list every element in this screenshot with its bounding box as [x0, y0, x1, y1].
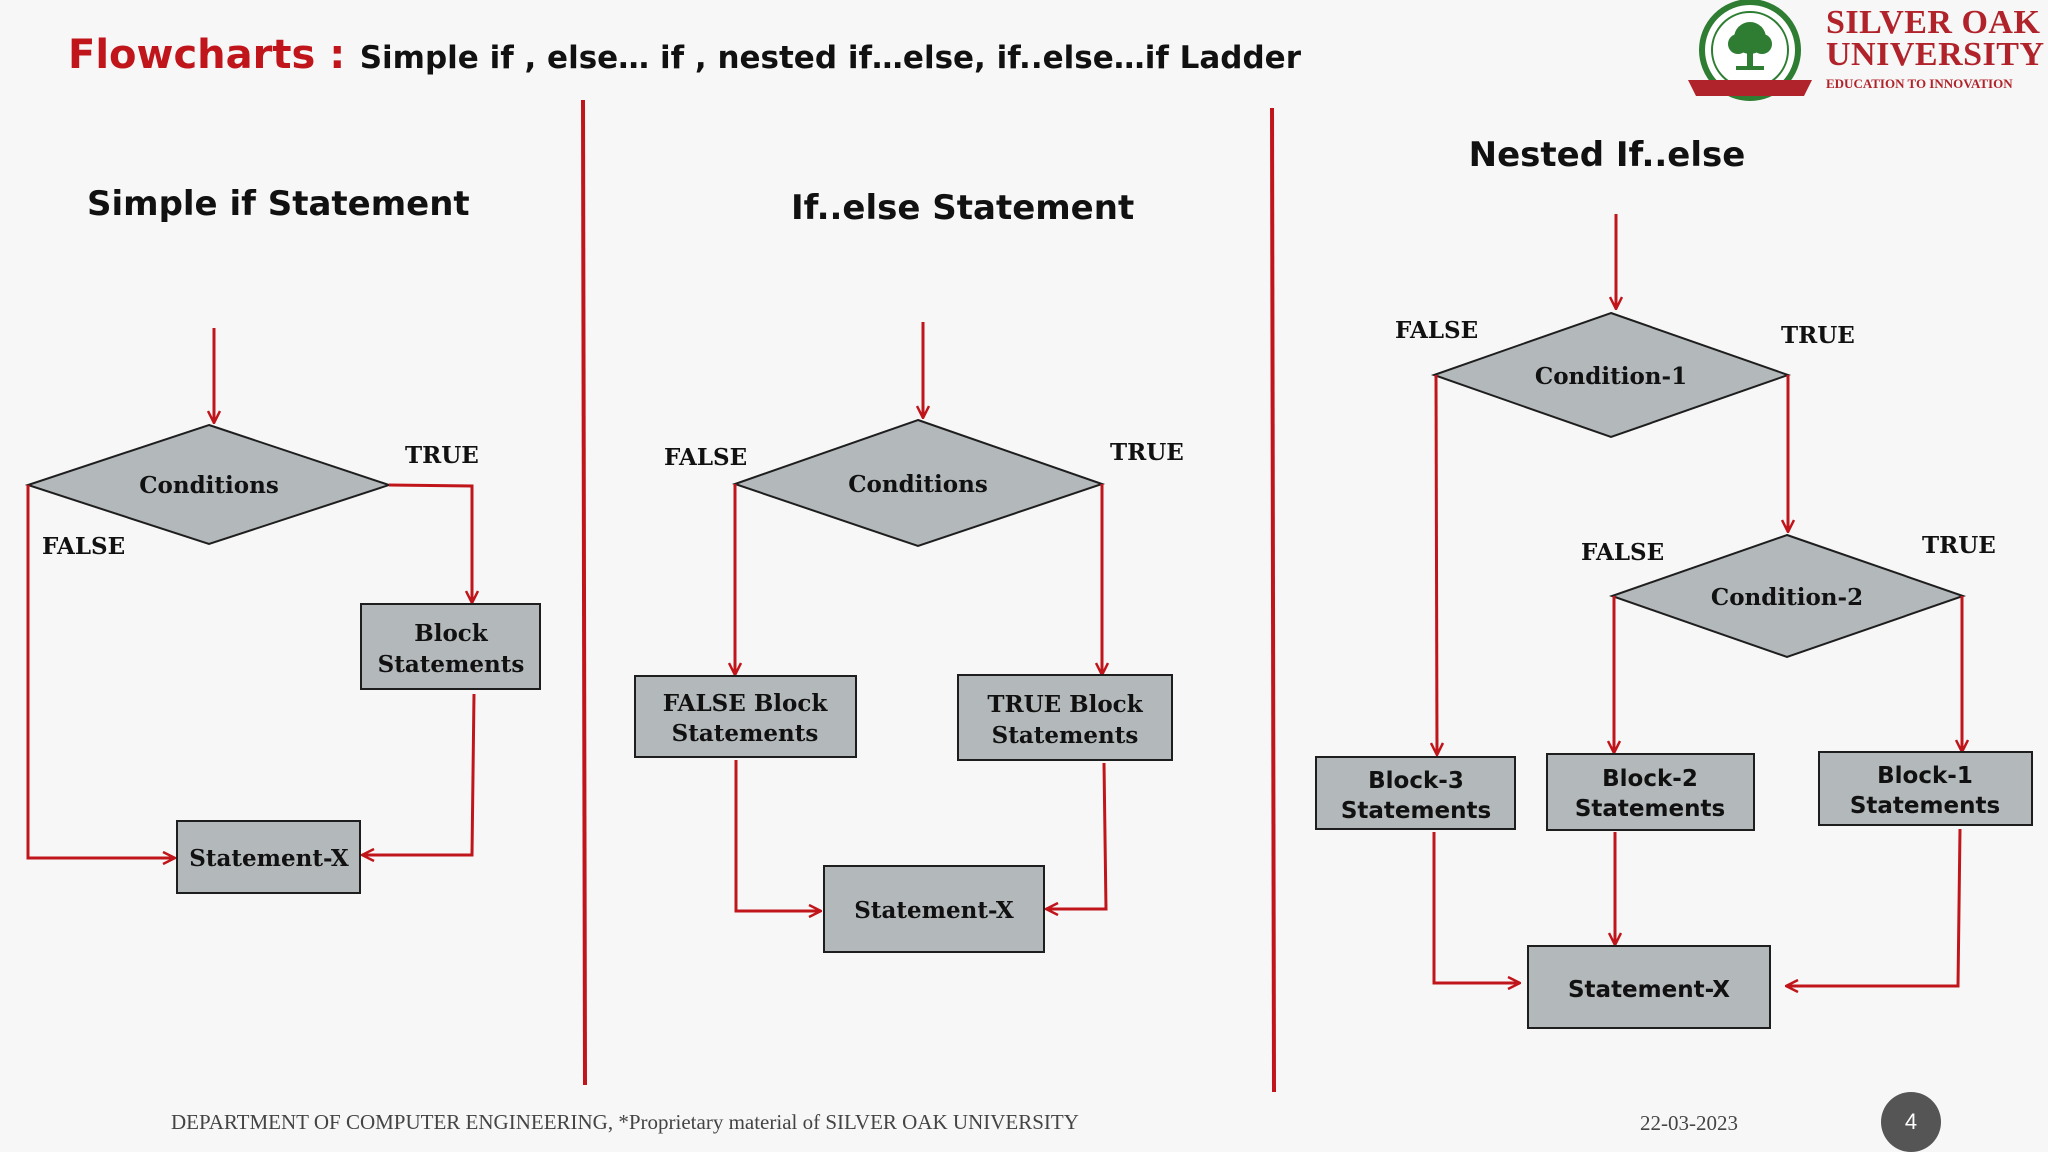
arrow-true-to-statementx [1046, 762, 1108, 909]
simple-if-heading: Simple if Statement [87, 184, 470, 224]
brand-name-line2: UNIVERSITY [1826, 36, 2045, 73]
c1-false-label: FALSE [1395, 317, 1478, 344]
true-label: TRUE [405, 442, 479, 469]
slide-title: Flowcharts : Simple if , else… if , nest… [68, 32, 1301, 78]
block3-line1: Block-3 [1368, 768, 1464, 794]
c2-false-label: FALSE [1581, 539, 1664, 566]
true-block-box [957, 674, 1173, 761]
panel-simple-if: Simple if Statement Conditions TRUE FALS… [24, 184, 541, 894]
logo-ribbon-icon [1688, 80, 1812, 96]
false-block-line2: Statements [672, 720, 819, 747]
block-label-line2: Statements [378, 651, 525, 678]
condition1-diamond [1430, 311, 1792, 439]
divider-left [581, 99, 587, 1086]
footer-date: 22-03-2023 [1640, 1111, 1738, 1135]
arrow-false-to-statementx [26, 485, 175, 858]
block2-box [1546, 753, 1755, 831]
condition-label: Conditions [139, 472, 279, 499]
condition-diamond [731, 418, 1106, 548]
statement-x-label: Statement-X [189, 845, 349, 872]
true-block-line2: Statements [992, 722, 1139, 749]
panel-if-else: If..else Statement Conditions FALSE TRUE… [634, 188, 1184, 953]
true-block-line1: TRUE Block [987, 691, 1143, 718]
c1-true-label: TRUE [1781, 322, 1855, 349]
block1-box [1818, 751, 2033, 826]
block2-line2: Statements [1575, 796, 1725, 822]
block-statements-box [360, 603, 541, 690]
block3-box [1315, 756, 1516, 830]
brand-name-line1: SILVER OAK [1826, 4, 2041, 41]
condition2-diamond [1608, 533, 1967, 659]
arrow-c1-false-to-block3 [1436, 374, 1437, 755]
nested-heading: Nested If..else [1469, 135, 1746, 175]
condition1-label: Condition-1 [1535, 363, 1687, 390]
arrow-block3-to-statementx [1432, 832, 1520, 983]
c2-true-label: TRUE [1922, 532, 1996, 559]
footer-department: DEPARTMENT OF COMPUTER ENGINEERING, *Pro… [171, 1110, 1079, 1134]
panel-nested-if-else: Nested If..else Condition-1 FALSE TRUE C… [1315, 135, 2033, 1029]
condition-diamond [24, 423, 393, 546]
title-subtitle: Simple if , else… if , nested if…else, i… [359, 40, 1301, 76]
block1-line1: Block-1 [1877, 763, 1973, 789]
arrow-block1-to-statementx [1786, 828, 1962, 986]
condition2-label: Condition-2 [1711, 584, 1863, 611]
block1-line2: Statements [1850, 793, 2000, 819]
false-label: FALSE [664, 444, 747, 471]
brand-tagline: EDUCATION TO INNOVATION [1826, 76, 2013, 91]
statement-x-box [823, 865, 1045, 953]
block2-line1: Block-2 [1602, 766, 1698, 792]
false-label: FALSE [42, 533, 125, 560]
if-else-heading: If..else Statement [791, 188, 1134, 228]
statement-x-label: Statement-X [854, 897, 1014, 924]
statement-x-box [176, 820, 361, 894]
block3-line2: Statements [1341, 798, 1491, 824]
false-block-line1: FALSE Block [663, 690, 829, 717]
condition-label: Conditions [848, 471, 988, 498]
false-block-box [634, 675, 857, 758]
block-label-line1: Block [414, 620, 489, 647]
arrow-block-to-statementx [362, 693, 476, 855]
statement-x-label: Statement-X [1568, 977, 1730, 1003]
arrow-false-to-statementx [734, 760, 821, 911]
title-main: Flowcharts : [68, 32, 346, 78]
true-label: TRUE [1110, 439, 1184, 466]
university-logo [1688, 0, 1812, 101]
arrow-true-to-block [388, 483, 472, 603]
page-number-badge: 4 [1881, 1092, 1941, 1152]
statement-x-box [1527, 945, 1771, 1029]
tree-icon [1728, 22, 1772, 70]
divider-right [1270, 107, 1276, 1093]
